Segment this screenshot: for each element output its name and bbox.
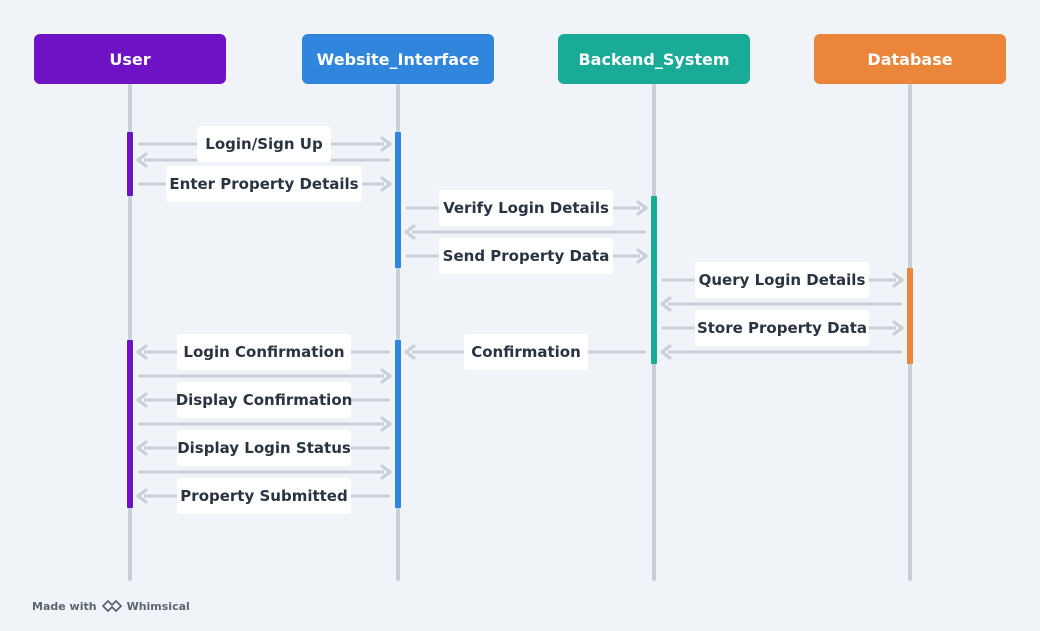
actor-backend-system[interactable]: Backend_System: [558, 34, 750, 84]
actor-database[interactable]: Database: [814, 34, 1006, 84]
arrowhead-icon: [136, 440, 148, 456]
arrowhead-icon: [136, 488, 148, 504]
activation-bar: [127, 340, 133, 508]
message-label[interactable]: Login Confirmation: [177, 334, 351, 370]
arrowhead-icon: [636, 248, 648, 264]
message-label[interactable]: Query Login Details: [695, 262, 869, 298]
actor-website-interface[interactable]: Website_Interface: [302, 34, 494, 84]
message-label[interactable]: Property Submitted: [177, 478, 351, 514]
message-label[interactable]: Store Property Data: [695, 310, 869, 346]
whimsical-brand: Whimsical: [126, 599, 190, 613]
message-label[interactable]: Login/Sign Up: [197, 126, 331, 162]
lifeline-website-interface: [396, 84, 400, 581]
message-label[interactable]: Confirmation: [464, 334, 588, 370]
arrowhead-icon: [380, 464, 392, 480]
message-label[interactable]: Verify Login Details: [439, 190, 613, 226]
arrowhead-icon: [404, 344, 416, 360]
arrowhead-icon: [380, 416, 392, 432]
activation-bar: [651, 196, 657, 364]
message-label[interactable]: Enter Property Details: [166, 166, 362, 202]
activation-bar: [395, 340, 401, 508]
arrowhead-icon: [404, 224, 416, 240]
footer[interactable]: Made with Whimsical: [32, 597, 190, 615]
message-label[interactable]: Send Property Data: [439, 238, 613, 274]
arrowhead-icon: [636, 200, 648, 216]
message-label[interactable]: Display Login Status: [177, 430, 351, 466]
arrowhead-icon: [660, 296, 672, 312]
arrowhead-icon: [136, 344, 148, 360]
arrowhead-icon: [892, 272, 904, 288]
actor-user[interactable]: User: [34, 34, 226, 84]
whimsical-logo-icon: [101, 600, 122, 612]
arrowhead-icon: [380, 176, 392, 192]
activation-bar: [907, 268, 913, 364]
lifeline-user: [128, 84, 132, 581]
arrowhead-icon: [136, 152, 148, 168]
activation-bar: [395, 132, 401, 268]
activation-bar: [127, 132, 133, 196]
arrowhead-icon: [380, 136, 392, 152]
arrowhead-icon: [660, 344, 672, 360]
arrowhead-icon: [136, 392, 148, 408]
arrowhead-icon: [380, 368, 392, 384]
message-label[interactable]: Display Confirmation: [176, 382, 352, 418]
arrowhead-icon: [892, 320, 904, 336]
made-with-text: Made with: [32, 599, 97, 613]
